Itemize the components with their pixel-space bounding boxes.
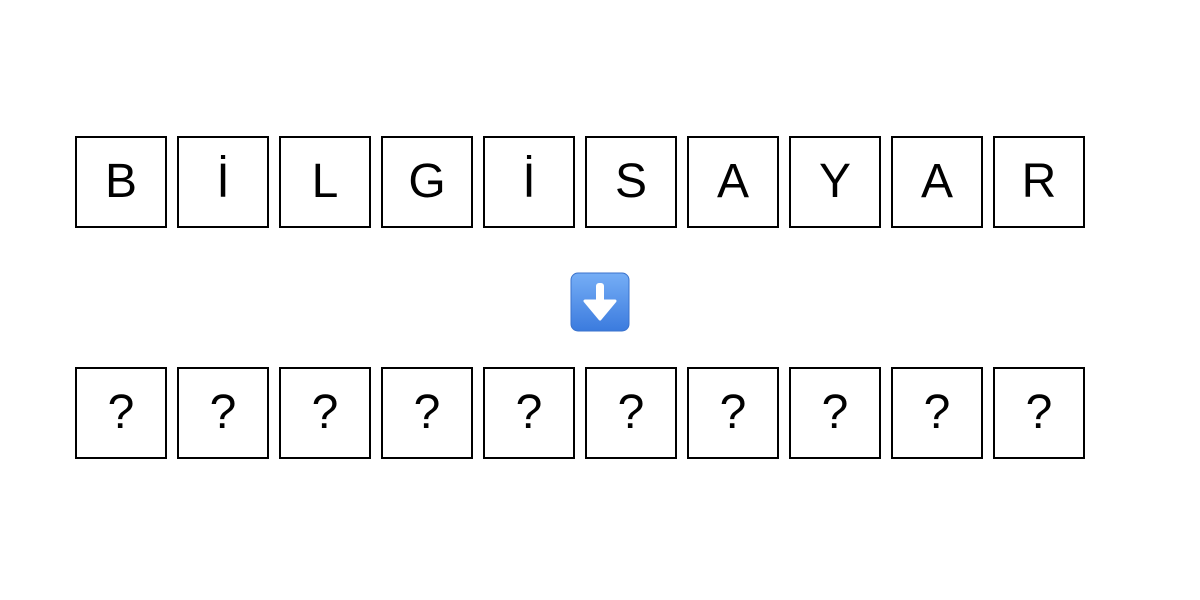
answer-slot[interactable]: ? bbox=[789, 367, 881, 459]
answer-slot[interactable]: ? bbox=[585, 367, 677, 459]
letter-tile: L bbox=[279, 136, 371, 228]
letter-tile: B bbox=[75, 136, 167, 228]
answer-slot[interactable]: ? bbox=[279, 367, 371, 459]
answer-slot[interactable]: ? bbox=[993, 367, 1085, 459]
answer-slot[interactable]: ? bbox=[687, 367, 779, 459]
answer-slot[interactable]: ? bbox=[177, 367, 269, 459]
answer-row: ?????????? bbox=[75, 367, 1085, 459]
letter-tile: A bbox=[891, 136, 983, 228]
letter-tile: R bbox=[993, 136, 1085, 228]
answer-slot[interactable]: ? bbox=[891, 367, 983, 459]
answer-slot[interactable]: ? bbox=[75, 367, 167, 459]
answer-slot[interactable]: ? bbox=[483, 367, 575, 459]
letter-tile: İ bbox=[177, 136, 269, 228]
letter-tile: Y bbox=[789, 136, 881, 228]
letter-tile: S bbox=[585, 136, 677, 228]
down-arrow-icon bbox=[570, 272, 630, 332]
letter-tile: İ bbox=[483, 136, 575, 228]
letter-tile: A bbox=[687, 136, 779, 228]
letter-tile: G bbox=[381, 136, 473, 228]
answer-slot[interactable]: ? bbox=[381, 367, 473, 459]
